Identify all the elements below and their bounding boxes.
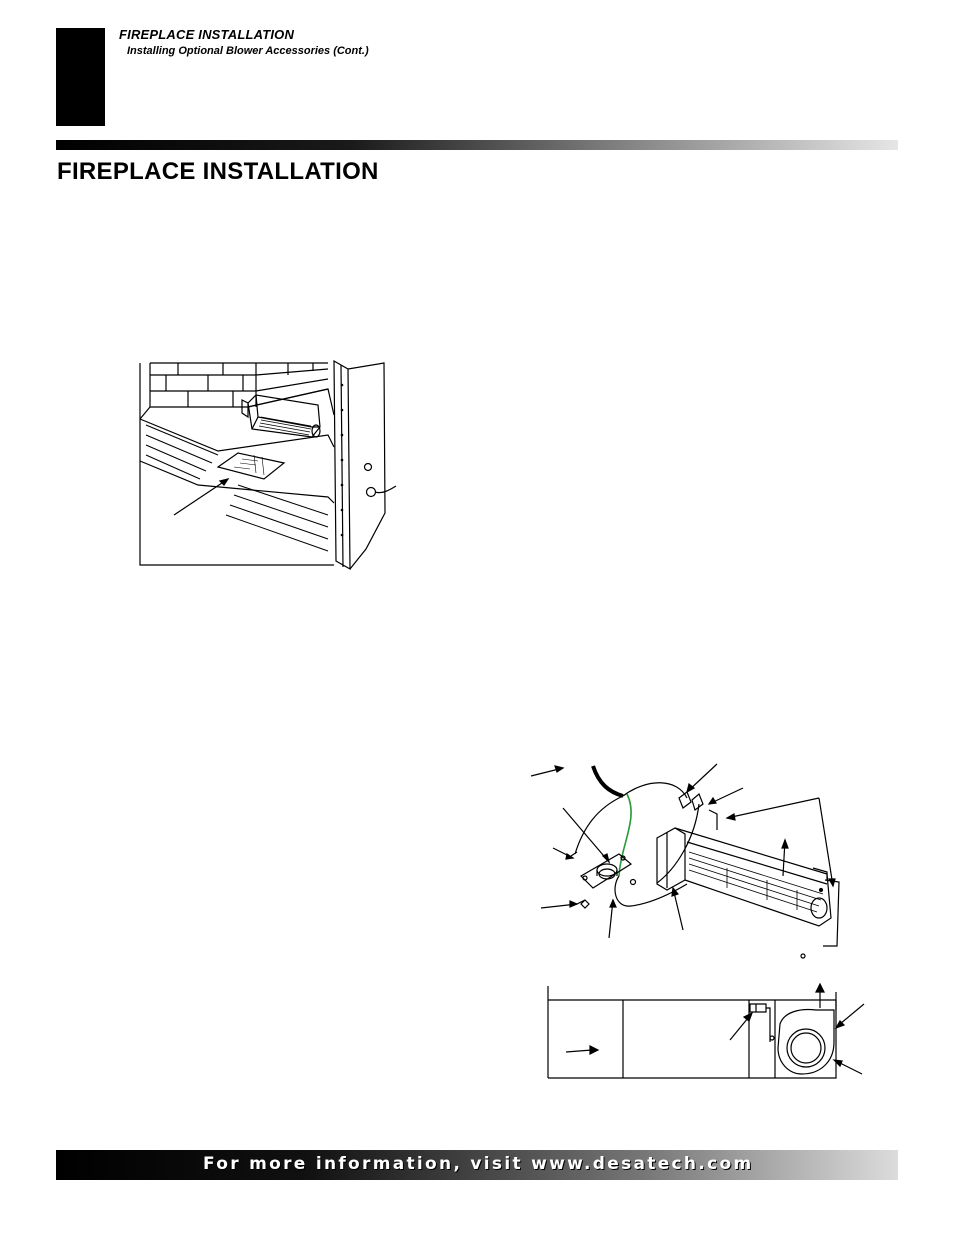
blower-wiring-illustration (530, 763, 840, 959)
footer-banner: For more information, visit www.desatech… (56, 1150, 898, 1180)
section-tab-marker (56, 28, 105, 126)
blower-side-view-illustration (547, 982, 865, 1079)
fireplace-blower-illustration (139, 359, 397, 571)
running-header-subsection: Installing Optional Blower Accessories (… (127, 45, 369, 57)
page-title: FIREPLACE INSTALLATION (57, 158, 379, 185)
header-gradient-rule (56, 140, 898, 150)
footer-text: For more information, visit www.desatech… (203, 1154, 754, 1174)
running-header-section: FIREPLACE INSTALLATION (119, 27, 295, 42)
